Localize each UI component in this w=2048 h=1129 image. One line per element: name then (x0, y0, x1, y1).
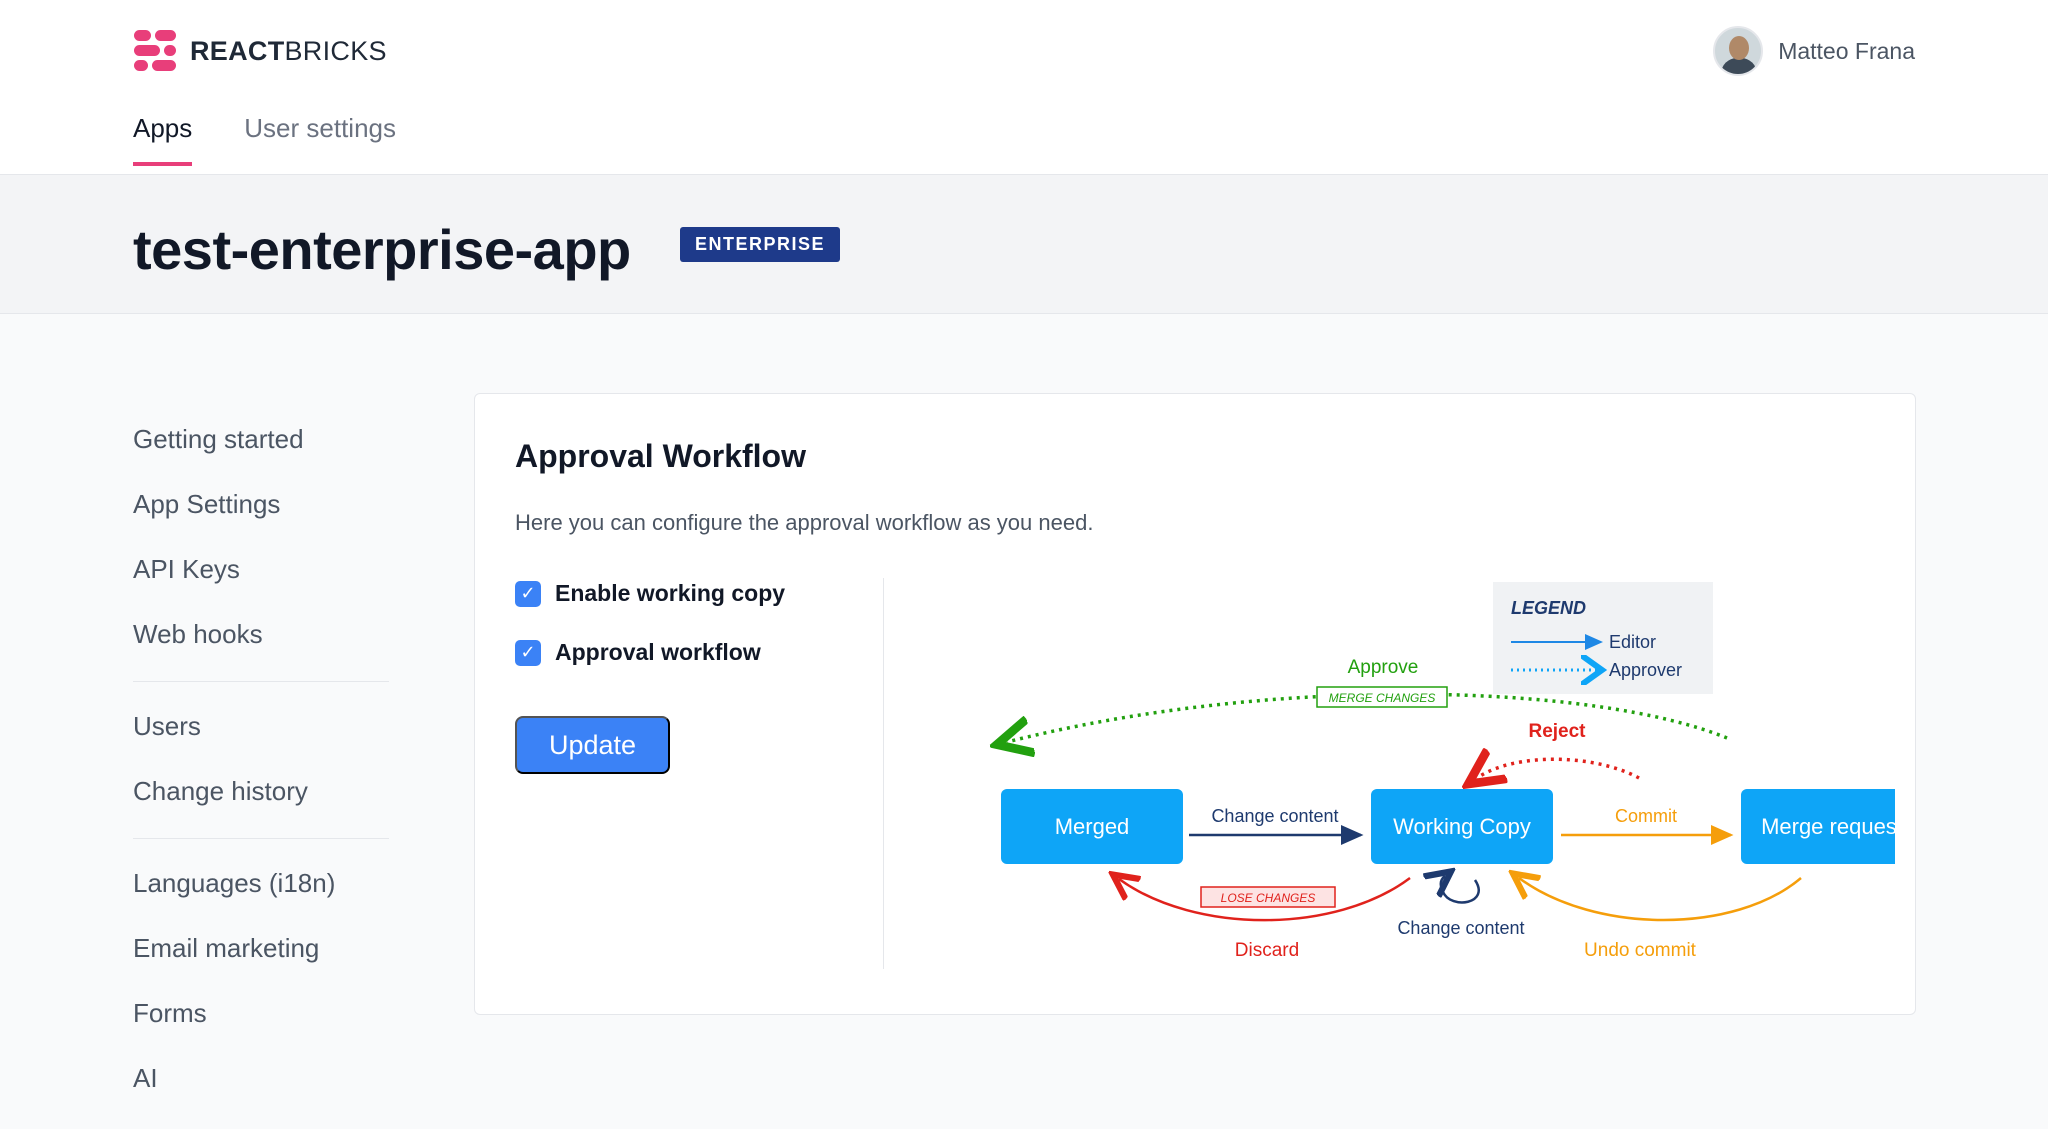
plan-badge: ENTERPRISE (680, 227, 841, 262)
legend-title: LEGEND (1511, 598, 1586, 618)
sidebar-item-languages[interactable]: Languages (i18n) (133, 868, 336, 898)
legend-editor-label: Editor (1609, 632, 1656, 652)
change-content-label: Change content (1211, 806, 1338, 826)
merge-changes-label: MERGE CHANGES (1329, 691, 1436, 705)
card-description: Here you can configure the approval work… (515, 510, 1094, 535)
sidebar-item-users[interactable]: Users (133, 711, 201, 741)
diagram-legend: LEGEND Editor Approver (1493, 582, 1713, 694)
tab-user-settings[interactable]: User settings (244, 113, 396, 143)
top-navbar: REACTBRICKS Matteo Frana Apps User setti… (0, 0, 2048, 175)
logo-wordmark: REACTBRICKS (190, 35, 387, 66)
avatar (1713, 26, 1764, 76)
sidebar-item-forms[interactable]: Forms (133, 998, 207, 1028)
merge-changes-tag (1316, 686, 1448, 708)
enable-working-copy-option[interactable]: ✓ Enable working copy (515, 580, 785, 607)
node-merged-label: Merged (1055, 814, 1130, 839)
user-name: Matteo Frana (1778, 37, 1915, 64)
node-working-copy-label: Working Copy (1393, 814, 1531, 839)
node-merge-request: Merge request (1741, 789, 1895, 864)
sidebar-item-getting-started[interactable]: Getting started (133, 424, 304, 454)
sidebar-item-email-marketing[interactable]: Email marketing (133, 933, 320, 963)
enable-working-copy-label: Enable working copy (555, 580, 786, 606)
page-title: test-enterprise-app (133, 218, 631, 281)
tab-apps[interactable]: Apps (133, 113, 193, 166)
undo-commit-label: Undo commit (1584, 940, 1697, 961)
self-change-content-label: Change content (1397, 918, 1524, 938)
app-header: test-enterprise-app ENTERPRISE (0, 175, 2048, 314)
legend-approver-label: Approver (1609, 660, 1682, 680)
card-title: Approval Workflow (515, 438, 806, 474)
discard-arrow (1119, 878, 1411, 922)
approval-workflow-checkbox[interactable]: ✓ (515, 639, 541, 666)
approval-workflow-label: Approval workflow (555, 639, 761, 665)
lose-changes-label: LOSE CHANGES (1221, 891, 1316, 905)
sidebar-item-web-hooks[interactable]: Web hooks (133, 619, 263, 649)
approve-label: Approve (1348, 657, 1419, 678)
self-change-content-arrow (1441, 876, 1480, 904)
update-button[interactable]: Update (515, 716, 670, 774)
approval-workflow-diagram: LEGEND Editor Approver Approve MERGE CHA… (895, 582, 1895, 961)
enable-working-copy-checkbox[interactable]: ✓ (515, 580, 541, 607)
discard-label: Discard (1235, 940, 1299, 961)
reject-arrow (1477, 759, 1640, 778)
node-merged: Merged (1001, 789, 1183, 864)
node-working-copy: Working Copy (1371, 789, 1553, 864)
vertical-divider (883, 578, 884, 969)
approval-workflow-card: Approval Workflow Here you can configure… (474, 393, 1916, 1015)
sidebar-item-ai[interactable]: AI (133, 1063, 158, 1093)
commit-label: Commit (1615, 806, 1677, 826)
sidebar: Getting started App Settings API Keys We… (133, 415, 389, 1119)
sidebar-divider (133, 838, 389, 839)
lose-changes-tag (1200, 886, 1336, 908)
reactbricks-logo[interactable]: REACTBRICKS (134, 30, 387, 72)
node-merge-request-label: Merge request (1761, 814, 1895, 839)
sidebar-item-app-settings[interactable]: App Settings (133, 489, 281, 519)
approval-workflow-option[interactable]: ✓ Approval workflow (515, 639, 761, 666)
sidebar-item-api-keys[interactable]: API Keys (133, 554, 240, 584)
logo-bricks-icon (134, 30, 176, 72)
sidebar-divider (133, 681, 389, 682)
main-tabs: Apps User settings (133, 113, 448, 166)
reject-label: Reject (1528, 721, 1586, 742)
undo-commit-arrow (1519, 878, 1802, 922)
sidebar-item-change-history[interactable]: Change history (133, 776, 308, 806)
user-menu[interactable]: Matteo Frana (1713, 26, 1915, 76)
